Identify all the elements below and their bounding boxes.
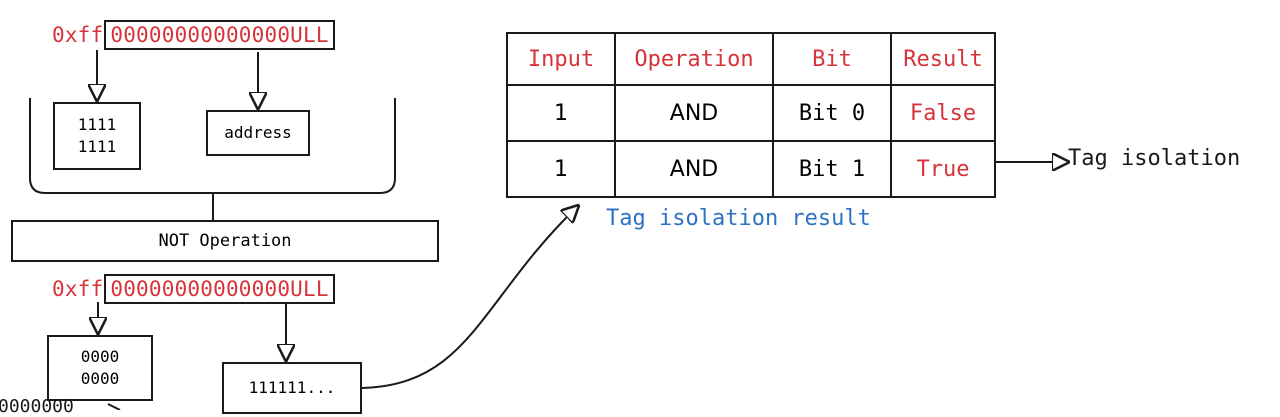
tag-isolation-table: Input Operation Bit Result 1 AND Bit 0 F… (506, 32, 996, 198)
top-tag-line2: 1111 (77, 137, 117, 156)
bottom-tag-box: 0000 0000 (47, 335, 153, 401)
bottom-hex-boxed: 00000000000000ULL (104, 274, 335, 304)
address-box: address (206, 110, 310, 156)
top-tag-line1: 1111 (77, 115, 117, 134)
table-caption: Tag isolation result (606, 206, 871, 231)
cell-bit: Bit 0 (772, 84, 892, 142)
header-input: Input (506, 32, 616, 86)
cell-bit: Bit 1 (772, 140, 892, 198)
cell-operation: AND (614, 84, 774, 142)
bottom-tag-line2: 0000 (80, 369, 120, 388)
bottom-hex-prefix: 0xff (52, 277, 104, 301)
header-result: Result (890, 32, 996, 86)
bottom-tag-line1: 0000 (80, 347, 120, 366)
not-operation-box: NOT Operation (11, 220, 439, 262)
table-header-row: Input Operation Bit Result (506, 32, 996, 86)
top-hex-boxed: 00000000000000ULL (104, 20, 335, 50)
table-row: 1 AND Bit 0 False (506, 84, 996, 142)
header-bit: Bit (772, 32, 892, 86)
top-hex-prefix: 0xff (52, 23, 104, 47)
not-operation-label: NOT Operation (158, 231, 292, 251)
bottom-value-label: 111111... (248, 378, 336, 397)
header-operation: Operation (614, 32, 774, 86)
tag-isolation-label: Tag isolation (1068, 146, 1241, 171)
clipped-fragment: 0000000 (0, 396, 74, 417)
arrow-value-to-table (361, 206, 578, 389)
clipped-brace (107, 403, 121, 410)
cell-input: 1 (506, 84, 616, 142)
cell-operation: AND (614, 140, 774, 198)
bottom-value-box: 111111... (222, 362, 362, 414)
cell-result: False (890, 84, 996, 142)
address-label: address (224, 123, 292, 142)
cell-result: True (890, 140, 996, 198)
table-row: 1 AND Bit 1 True (506, 140, 996, 198)
top-tag-box: 1111 1111 (53, 102, 141, 170)
cell-input: 1 (506, 140, 616, 198)
